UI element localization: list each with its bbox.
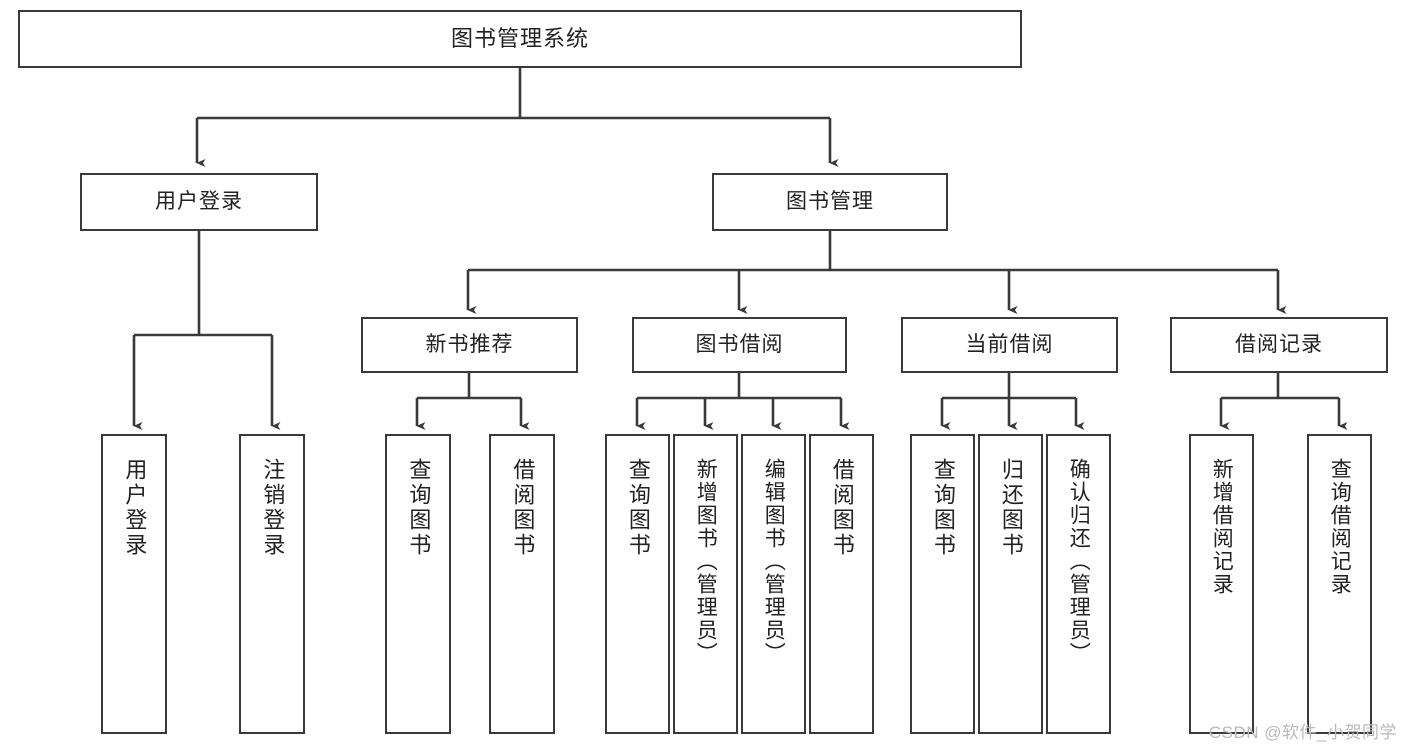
node-label: 借阅图书 <box>829 458 855 558</box>
node-label: 新书推荐 <box>425 333 514 357</box>
csdn-watermark: CSDN @软件_小贺同学 <box>1208 723 1397 742</box>
node-label: 查询图书 <box>625 458 651 558</box>
node-current-borrowing[interactable]: 当前借阅 <box>901 317 1118 373</box>
leaf-return-book[interactable]: 归还图书 <box>978 434 1043 734</box>
leaf-query-book-current[interactable]: 查询图书 <box>910 434 975 734</box>
leaf-add-book-admin[interactable]: 新增图书（管理员） <box>673 434 738 734</box>
leaf-user-login[interactable]: 用户登录 <box>101 434 167 734</box>
leaf-confirm-return-admin[interactable]: 确认归还（管理员） <box>1046 434 1111 734</box>
node-label: 归还图书 <box>998 458 1024 558</box>
node-label: 查询图书 <box>930 458 956 558</box>
leaf-query-book-borrowing[interactable]: 查询图书 <box>605 434 670 734</box>
node-label: 当前借阅 <box>965 333 1054 357</box>
node-label: 图书管理 <box>786 190 874 214</box>
node-label: 查询借阅记录 <box>1328 458 1352 596</box>
node-label: 查询图书 <box>406 458 432 558</box>
leaf-logout[interactable]: 注销登录 <box>239 434 305 734</box>
node-book-borrowing[interactable]: 图书借阅 <box>632 317 847 373</box>
node-label: 注销登录 <box>260 458 286 558</box>
node-label: 确认归还（管理员） <box>1067 458 1091 665</box>
leaf-borrow-book-borrowing[interactable]: 借阅图书 <box>809 434 874 734</box>
node-book-management[interactable]: 图书管理 <box>712 173 948 231</box>
node-label: 新增图书（管理员） <box>694 458 718 665</box>
leaf-query-book-recommendation[interactable]: 查询图书 <box>385 434 451 734</box>
node-label: 图书借阅 <box>695 333 784 357</box>
node-label: 图书管理系统 <box>450 25 589 51</box>
node-borrowing-records[interactable]: 借阅记录 <box>1170 317 1388 373</box>
leaf-edit-book-admin[interactable]: 编辑图书（管理员） <box>741 434 806 734</box>
leaf-add-borrowing-record[interactable]: 新增借阅记录 <box>1189 434 1254 734</box>
node-label: 新增借阅记录 <box>1210 458 1234 596</box>
node-root-book-management-system[interactable]: 图书管理系统 <box>18 10 1022 68</box>
node-user-login[interactable]: 用户登录 <box>80 173 318 231</box>
node-label: 借阅图书 <box>510 458 536 558</box>
node-new-book-recommendation[interactable]: 新书推荐 <box>361 317 578 373</box>
node-label: 编辑图书（管理员） <box>762 458 786 665</box>
leaf-query-borrowing-record[interactable]: 查询借阅记录 <box>1307 434 1372 734</box>
node-label: 借阅记录 <box>1235 333 1323 357</box>
node-label: 用户登录 <box>122 458 148 558</box>
leaf-borrow-book-recommendation[interactable]: 借阅图书 <box>489 434 555 734</box>
node-label: 用户登录 <box>155 190 243 214</box>
